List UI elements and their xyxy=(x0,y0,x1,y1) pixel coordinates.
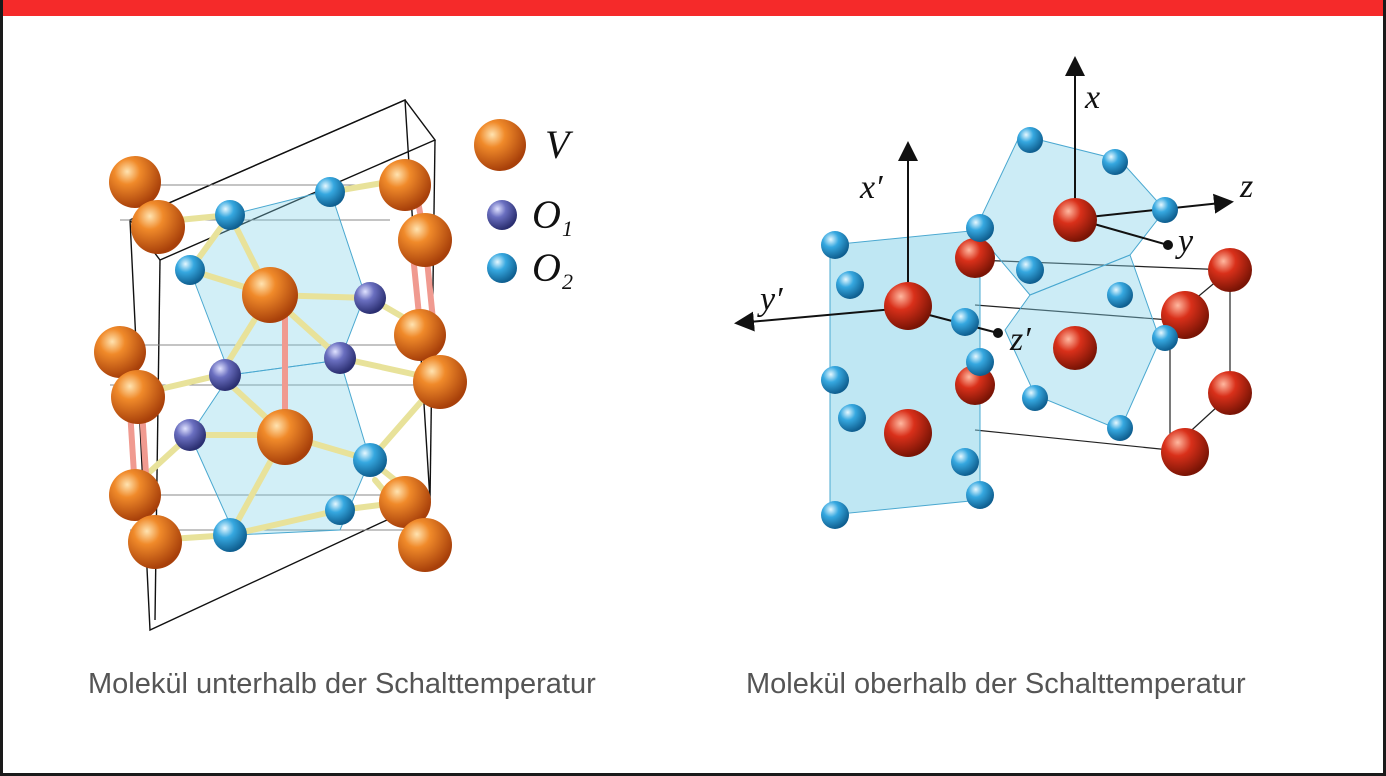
legend-o2-subscript: 2 xyxy=(562,269,573,294)
caption-above-switch-temperature: Molekül oberhalb der Schalttemperatur xyxy=(746,668,1246,700)
legend-o1-subscript: 1 xyxy=(562,216,573,241)
oxygen1-atoms xyxy=(174,282,386,451)
legend-o2-icon xyxy=(487,253,517,283)
vanadium-atoms xyxy=(94,156,467,572)
axis-y-prime-label: y′ xyxy=(757,281,783,318)
z-prime-axis-endpoint xyxy=(993,328,1003,338)
oxygen2-atoms xyxy=(175,177,387,552)
atom-legend: V O 1 O 2 xyxy=(474,119,574,294)
vanadium-atoms-right xyxy=(884,198,1252,476)
oxygen-atoms-right xyxy=(821,127,1178,529)
axes xyxy=(734,56,1234,334)
header-accent-bar xyxy=(0,0,1386,16)
low-temp-structure-diagram: V O 1 O 2 xyxy=(94,98,574,632)
legend-o1-icon xyxy=(487,200,517,230)
axis-x-label: x xyxy=(1084,79,1100,116)
right-structure-panel: x z y x′ y′ z′ xyxy=(700,40,1360,650)
legend-o1-label: O xyxy=(532,192,561,237)
y-axis-endpoint xyxy=(1163,240,1173,250)
left-structure-panel: V O 1 O 2 xyxy=(40,40,660,650)
legend-v-icon xyxy=(474,119,526,171)
legend-o2-label: O xyxy=(532,245,561,290)
axis-y-label: y xyxy=(1175,223,1194,260)
axis-z-label: z xyxy=(1239,168,1253,205)
caption-below-switch-temperature: Molekül unterhalb der Schalttemperatur xyxy=(88,668,596,700)
axis-z-prime-label: z′ xyxy=(1009,321,1031,358)
axis-x-prime-label: x′ xyxy=(859,169,883,206)
legend-v-label: V xyxy=(545,122,574,167)
back-octahedron xyxy=(974,134,1166,431)
high-temp-structure-diagram: x z y x′ y′ z′ xyxy=(734,56,1253,529)
